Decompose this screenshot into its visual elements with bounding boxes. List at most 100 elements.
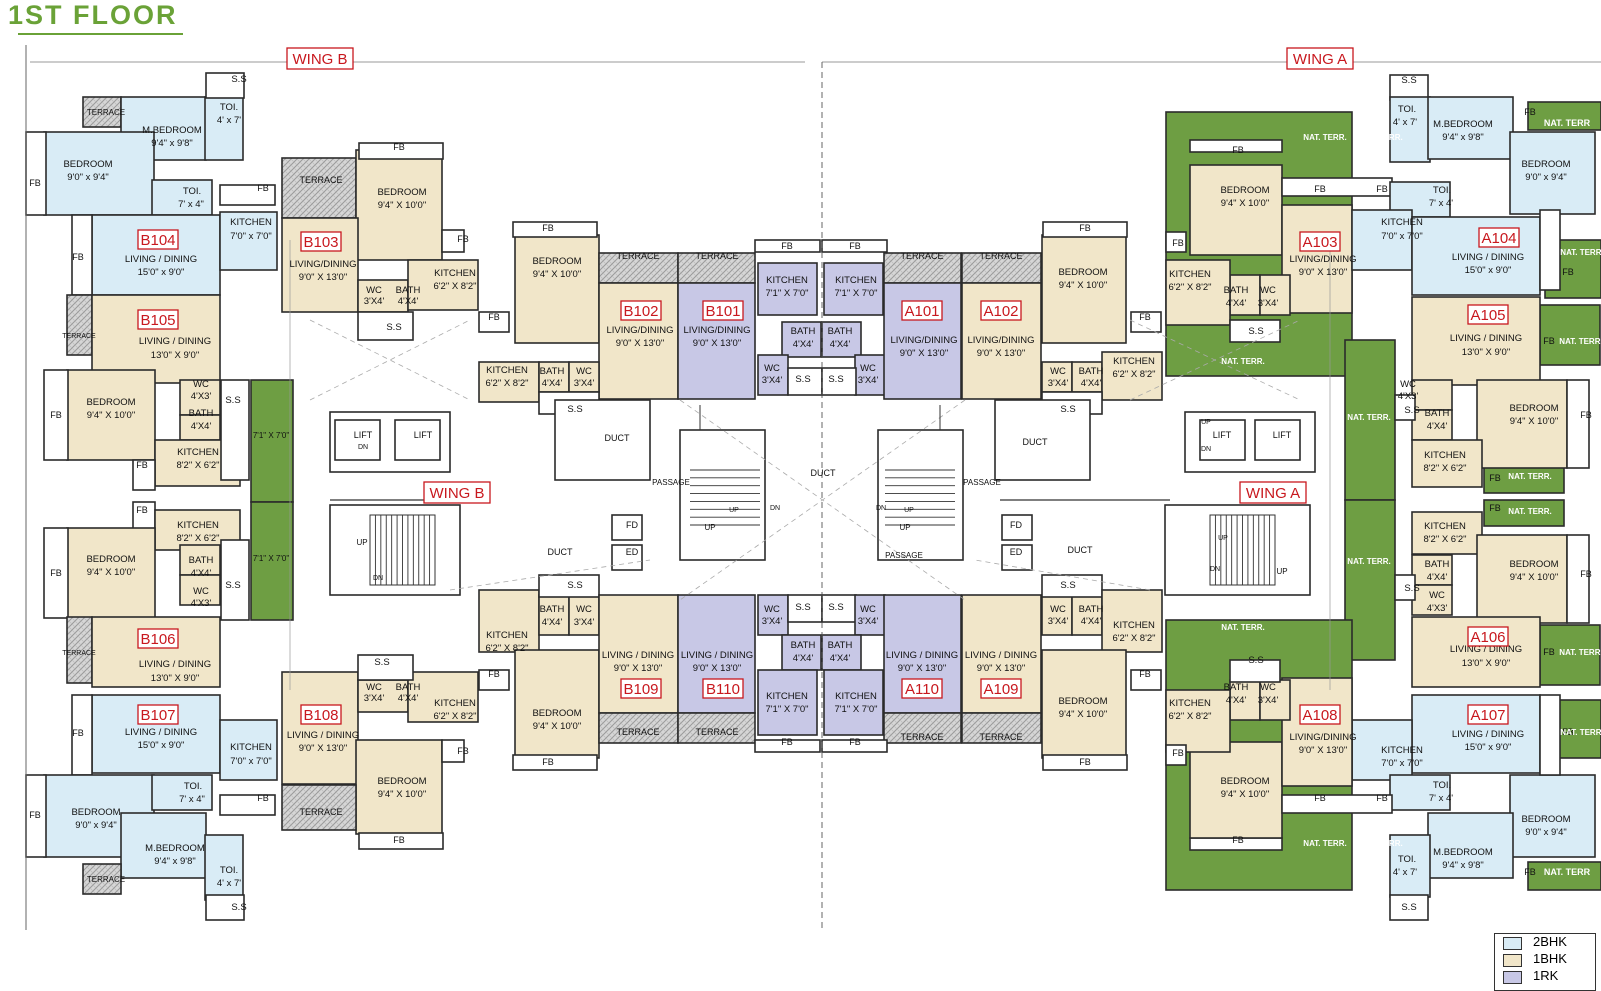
room-g	[250, 379, 294, 503]
room-label-fb: FB	[1489, 473, 1501, 483]
room-label-bath: BATH	[540, 604, 565, 615]
room-w	[220, 379, 250, 481]
wing-label-wing-b: WING B	[423, 481, 491, 504]
legend-swatch-1bhk	[1503, 954, 1522, 967]
room-label-9-4-x-9-8: 9'4" x 9'8"	[1442, 860, 1484, 871]
room-g	[1483, 499, 1565, 527]
room-label-4-x4: 4'X4'	[1427, 572, 1448, 583]
room-w	[1539, 694, 1561, 776]
room-w	[877, 429, 964, 561]
room-label-nat-terr: NAT. TERR.	[1508, 507, 1551, 516]
room-label-terrace: TERRACE	[616, 727, 659, 737]
room-e	[1189, 741, 1283, 839]
room-label-wc: WC	[576, 604, 592, 615]
room-label-3-x4: 3'X4'	[364, 693, 385, 704]
room-label-nat-terr: NAT. TERR	[1544, 118, 1591, 128]
room-w	[1394, 574, 1416, 601]
room-p	[757, 262, 818, 316]
room-label-bath: BATH	[828, 640, 853, 651]
construction-line	[449, 559, 651, 591]
room-label-living-dining: LIVING / DINING	[602, 650, 674, 661]
wing-label-box	[423, 481, 491, 504]
room-e	[1476, 379, 1568, 469]
room-label-nat-terr: NAT. TERR	[1544, 867, 1591, 877]
room-label-nat-terr: NAT. TERR.	[1303, 839, 1346, 848]
room-w	[554, 399, 651, 481]
room-w	[1389, 74, 1429, 101]
room-label-9-4-x-10-0: 9'4" X 10'0"	[533, 721, 581, 732]
room-e	[1071, 594, 1103, 636]
room-label-9-0-x-13-0: 9'0" X 13'0"	[1299, 267, 1347, 278]
unit-tag-box	[1467, 704, 1509, 725]
room-label-s-s: S.S	[1401, 902, 1416, 913]
room-e	[1101, 351, 1163, 401]
room-label-toi: TOI.	[1433, 780, 1451, 791]
unit-tag-box	[137, 704, 179, 725]
room-label-fb: FB	[72, 252, 84, 262]
room-label-nat-terr: NAT. TERR.	[1303, 133, 1346, 142]
unit-tag-box	[702, 300, 744, 321]
room-e	[514, 234, 600, 344]
room-label-wc: WC	[860, 363, 876, 374]
room-label-s-s: S.S	[567, 580, 582, 591]
room-e	[1041, 649, 1127, 759]
construction-lines	[25, 45, 1601, 930]
room-label-s-s: S.S	[231, 902, 246, 913]
room-label-15-0-x-9-0: 15'0" x 9'0"	[138, 267, 185, 278]
room-label-toi: TOI.	[183, 186, 201, 197]
room-label-4-x3: 4'X3'	[1427, 603, 1448, 614]
room-label-up: UP	[1276, 567, 1287, 576]
room-w	[358, 832, 444, 850]
room-label-bedroom: BEDROOM	[377, 776, 426, 787]
room-label-fb: FB	[542, 223, 554, 233]
room-label-kitchen: KITCHEN	[1113, 620, 1155, 631]
room-label-fb: FB	[1139, 669, 1151, 679]
unit-tag-label: B110	[706, 681, 740, 698]
room-label-bedroom: BEDROOM	[63, 159, 112, 170]
room-label-nat-terr: NAT. TERR.	[1347, 413, 1390, 422]
room-label-s-s: S.S	[374, 657, 389, 668]
room-w	[441, 739, 465, 763]
unit-tag-label: B108	[303, 707, 338, 724]
construction-line	[1129, 319, 1301, 401]
room-label-9-0-x-13-0: 9'0" X 13'0"	[693, 663, 741, 674]
room-label-fb: FB	[1543, 336, 1555, 346]
room-label-fb: FB	[781, 241, 793, 251]
room-e	[1259, 274, 1291, 316]
room-w	[478, 311, 510, 333]
unit-tag-b110: B110	[702, 678, 744, 699]
room-label-fb: FB	[136, 460, 148, 470]
unit-tag-box	[137, 229, 179, 250]
room-w	[1130, 311, 1162, 333]
room-label-6-2-x-8-2: 6'2" X 8'2"	[485, 643, 528, 654]
room-label-3-x4: 3'X4'	[364, 296, 385, 307]
room-w	[441, 229, 465, 253]
room-label-fb: FB	[488, 669, 500, 679]
room-g	[250, 501, 294, 621]
room-w	[1539, 209, 1561, 291]
room-label-nat-terr: NAT. TERR.	[1560, 728, 1601, 737]
room-label-nat-terr: NAT. TERR.	[1359, 839, 1402, 848]
room-label-dn: DN	[876, 505, 886, 512]
room-label-living-dining: LIVING / DINING	[287, 730, 359, 741]
room-e	[1411, 511, 1483, 555]
room-label-living-dining: LIVING / DINING	[139, 336, 211, 347]
room-label-toi: TOI.	[220, 102, 238, 113]
construction-line	[679, 399, 966, 601]
room-w	[1281, 794, 1393, 814]
room-label-15-0-x-9-0: 15'0" x 9'0"	[1465, 265, 1512, 276]
room-label-3-x4: 3'X4'	[1258, 298, 1279, 309]
room-w	[1389, 894, 1429, 921]
room-label-s-s: S.S	[1060, 404, 1075, 415]
unit-tag-label: A103	[1302, 234, 1337, 251]
room-label-9-4-x-10-0: 9'4" X 10'0"	[1221, 789, 1269, 800]
room-label-4-x3: 4'X3'	[1398, 391, 1419, 402]
room-label-lift: LIFT	[1213, 430, 1232, 440]
legend-label-1rk: 1RK	[1533, 968, 1559, 983]
room-e	[407, 671, 479, 723]
unit-tag-box	[300, 704, 342, 725]
room-w	[754, 739, 821, 753]
unit-tag-box	[1299, 704, 1341, 725]
